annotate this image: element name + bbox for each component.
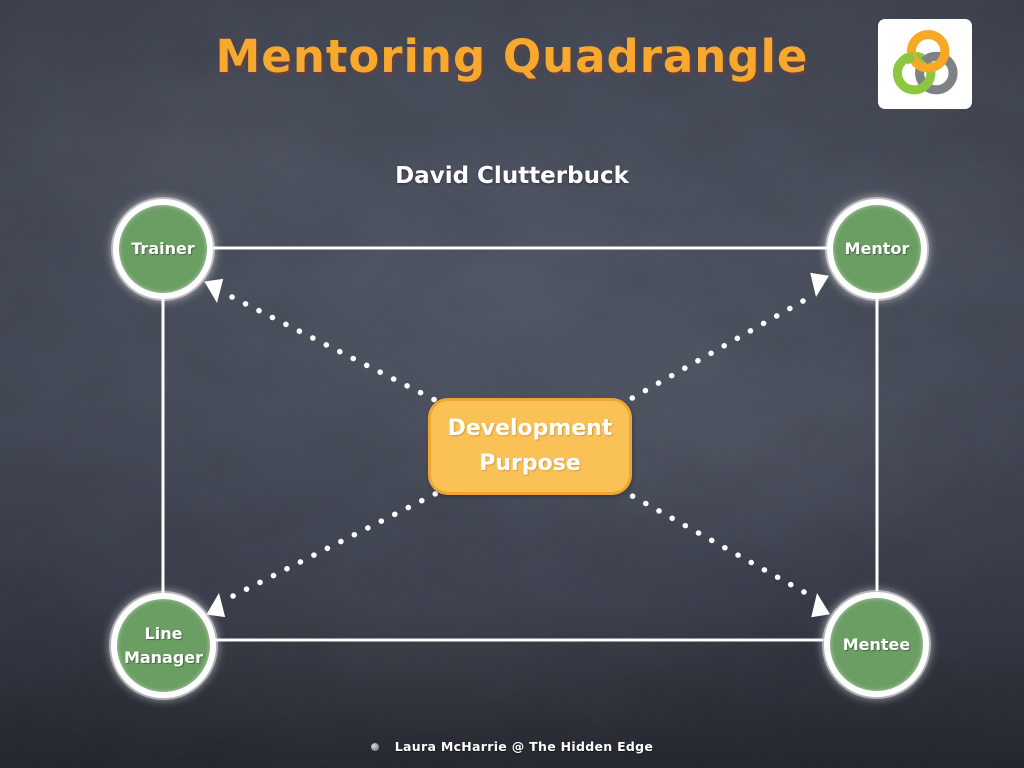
- footer-swirl-icon: [370, 742, 379, 751]
- logo-ring-weave: [921, 52, 935, 65]
- dotted-line-mentor: [624, 298, 806, 404]
- node-mentee: Mentee: [824, 592, 929, 697]
- logo-ring-weave2: [901, 51, 916, 65]
- logo-ring-orange: [906, 30, 950, 73]
- dotted-line-trainer: [229, 294, 440, 404]
- node-mentor: Mentor: [827, 199, 927, 299]
- arrowhead-line-manager: [206, 593, 226, 618]
- interlocking-rings-icon: [892, 30, 958, 95]
- logo-ring-gray: [915, 51, 958, 95]
- arrowhead-mentor: [810, 272, 829, 297]
- node-line-manager: Line Manager: [111, 593, 216, 698]
- arrowhead-mentee: [811, 593, 830, 618]
- development-purpose-label: Development Purpose: [447, 416, 613, 476]
- slide-title: Mentoring Quadrangle: [215, 30, 809, 83]
- subtitle-author: David Clutterbuck: [395, 163, 629, 189]
- node-trainer-label: Trainer: [131, 239, 195, 259]
- node-mentor-label: Mentor: [844, 239, 910, 259]
- node-line-manager-label: Line Manager: [123, 624, 204, 667]
- arrowhead-trainer: [204, 278, 224, 303]
- hidden-edge-logo: [878, 19, 972, 109]
- development-purpose-box: Development Purpose: [428, 398, 632, 495]
- dotted-line-mentee: [624, 490, 807, 595]
- dotted-line-line-manager: [230, 490, 440, 599]
- footer-credit-text: Laura McHarrie @ The Hidden Edge: [394, 739, 654, 754]
- node-mentee-label: Mentee: [842, 634, 911, 654]
- node-trainer: Trainer: [113, 199, 213, 299]
- footer-credit: Laura McHarrie @ The Hidden Edge: [0, 739, 1024, 754]
